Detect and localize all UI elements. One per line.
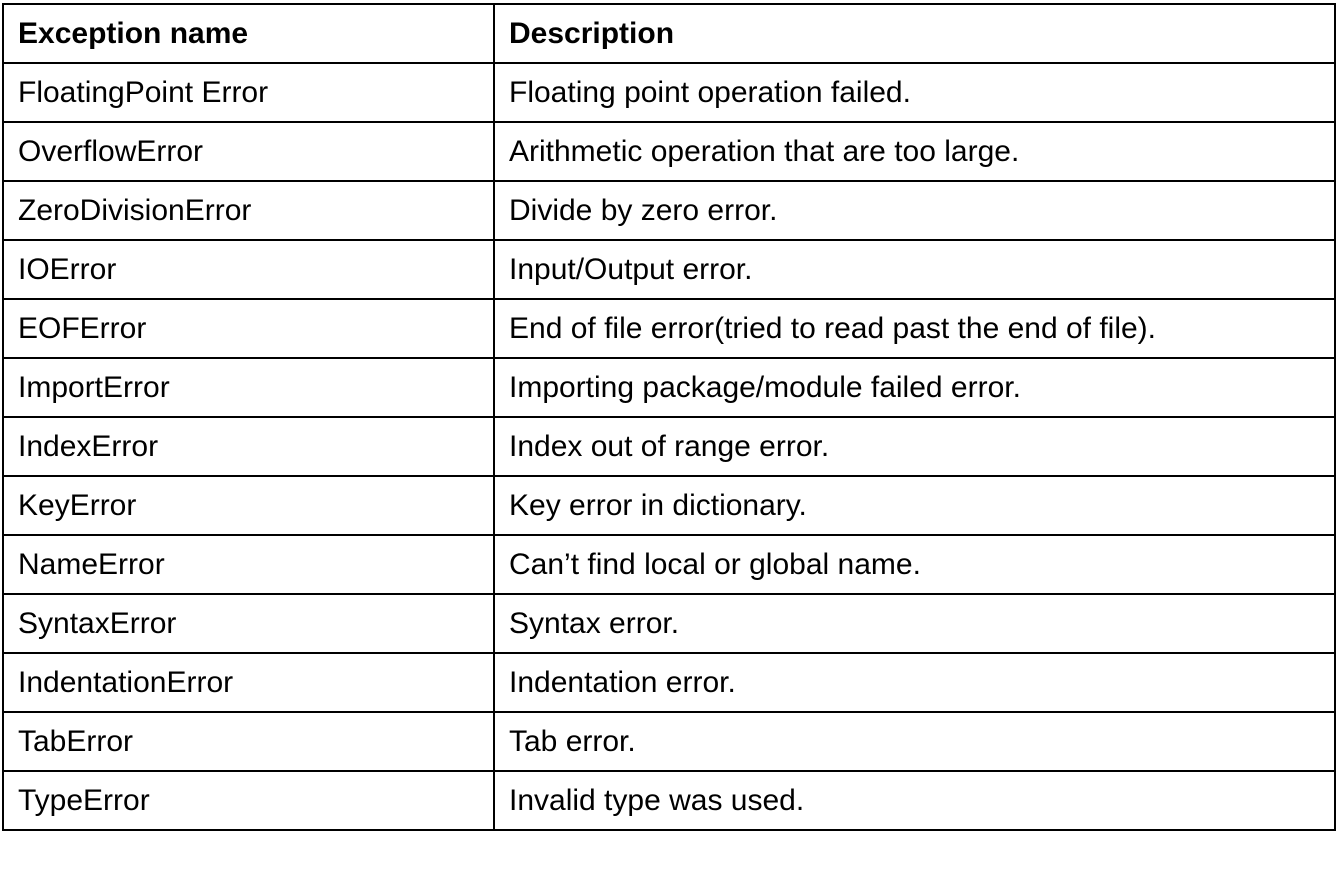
table-row: KeyError Key error in dictionary. [2,475,1336,536]
exception-name-cell: KeyError [2,475,495,536]
table-row: OverflowError Arithmetic operation that … [2,121,1336,182]
description-cell: Floating point operation failed. [493,62,1336,123]
description-cell: Key error in dictionary. [493,475,1336,536]
table-row: IOError Input/Output error. [2,239,1336,300]
description-cell: Tab error. [493,711,1336,772]
description-cell: Input/Output error. [493,239,1336,300]
exception-name-cell: NameError [2,534,495,595]
table-header-row: Exception name Description [2,3,1336,64]
exception-name-cell: IndentationError [2,652,495,713]
description-cell: Syntax error. [493,593,1336,654]
table-row: NameError Can’t find local or global nam… [2,534,1336,595]
exceptions-table-container: Exception name Description FloatingPoint… [2,3,1336,831]
table-row: ZeroDivisionError Divide by zero error. [2,180,1336,241]
header-exception-name: Exception name [2,3,495,64]
table-row: IndentationError Indentation error. [2,652,1336,713]
exception-name-cell: OverflowError [2,121,495,182]
table-row: IndexError Index out of range error. [2,416,1336,477]
exception-name-cell: TypeError [2,770,495,831]
exception-name-cell: IndexError [2,416,495,477]
table-row: TypeError Invalid type was used. [2,770,1336,831]
description-cell: Indentation error. [493,652,1336,713]
description-cell: Invalid type was used. [493,770,1336,831]
description-cell: Importing package/module failed error. [493,357,1336,418]
exception-name-cell: IOError [2,239,495,300]
exception-name-cell: ImportError [2,357,495,418]
table-row: TabError Tab error. [2,711,1336,772]
description-cell: Index out of range error. [493,416,1336,477]
exception-name-cell: ZeroDivisionError [2,180,495,241]
table-row: ImportError Importing package/module fai… [2,357,1336,418]
header-description: Description [493,3,1336,64]
description-cell: Can’t find local or global name. [493,534,1336,595]
table-row: SyntaxError Syntax error. [2,593,1336,654]
table-row: EOFError End of file error(tried to read… [2,298,1336,359]
exception-name-cell: TabError [2,711,495,772]
description-cell: Arithmetic operation that are too large. [493,121,1336,182]
table-row: FloatingPoint Error Floating point opera… [2,62,1336,123]
exception-name-cell: FloatingPoint Error [2,62,495,123]
exceptions-table: Exception name Description FloatingPoint… [2,3,1336,831]
exception-name-cell: EOFError [2,298,495,359]
description-cell: End of file error(tried to read past the… [493,298,1336,359]
exception-name-cell: SyntaxError [2,593,495,654]
description-cell: Divide by zero error. [493,180,1336,241]
